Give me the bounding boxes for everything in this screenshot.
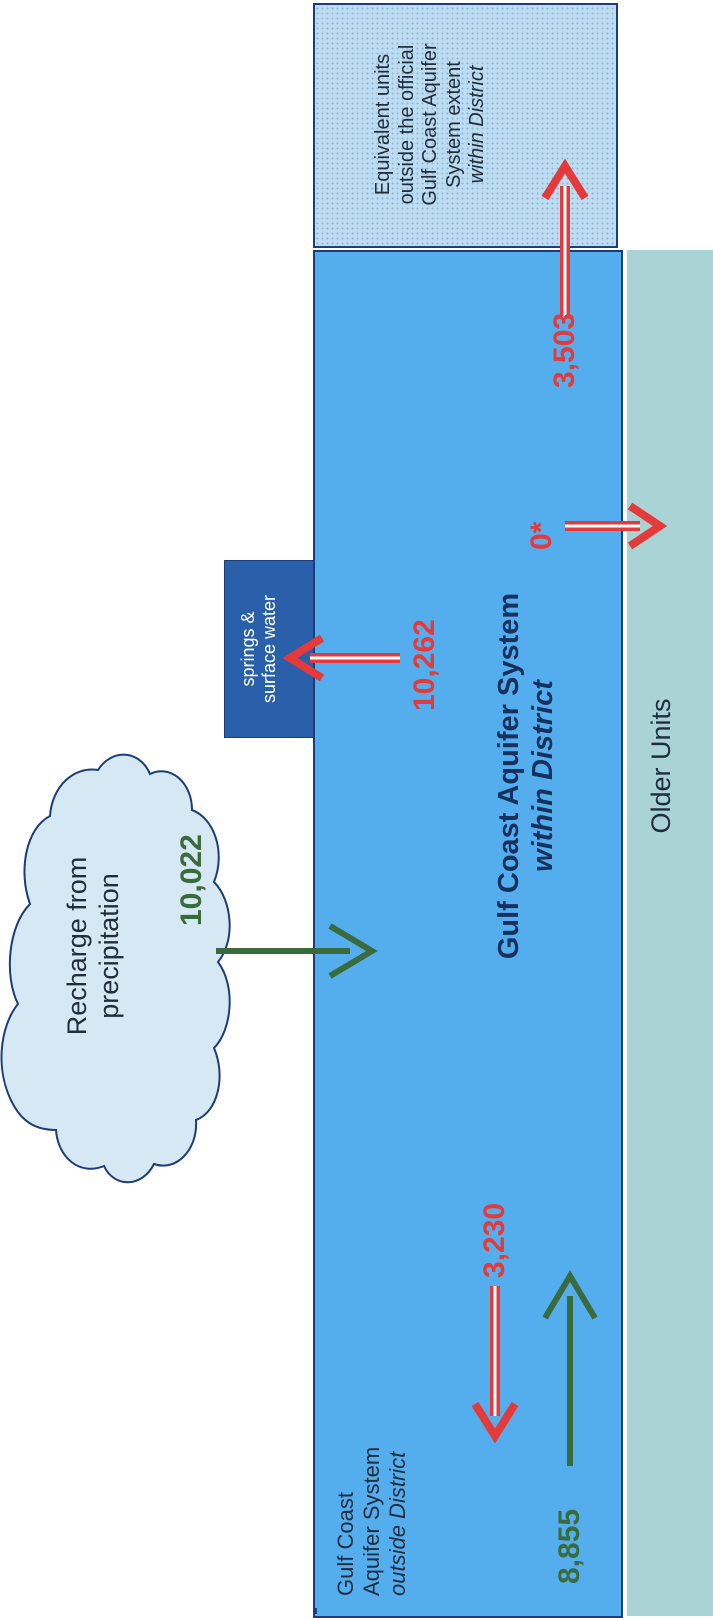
recharge-flow-value: 10,022	[175, 834, 208, 926]
outside-line1: Gulf Coast	[333, 1492, 358, 1596]
outside-outflow-value: 3,230	[478, 1202, 511, 1278]
outside-line3: outside District	[384, 1451, 410, 1596]
springs-outflow-arrow	[282, 634, 400, 682]
cloud-icon	[0, 753, 231, 1184]
gulf-coast-outside-district-panel	[313, 1610, 317, 1614]
recharge-line2: precipitation	[93, 873, 124, 1019]
older-units-flow-value: 0*	[525, 521, 558, 550]
older-units-outflow-arrow	[565, 502, 668, 550]
recharge-label: Recharge from precipitation	[62, 776, 126, 1116]
outside-outflow-arrow	[471, 1286, 519, 1444]
recharge-line1: Recharge from	[62, 856, 92, 1036]
outside-line2: Aquifer System	[358, 1446, 384, 1596]
equivalent-outflow-arrow	[541, 158, 589, 316]
recharge-arrow	[216, 923, 378, 979]
equivalent-flow-value: 3,503	[548, 312, 581, 388]
outside-inflow-arrow	[542, 1270, 598, 1466]
outside-inflow-value: 8,855	[553, 1508, 586, 1584]
springs-flow-value: 10,262	[408, 619, 441, 711]
